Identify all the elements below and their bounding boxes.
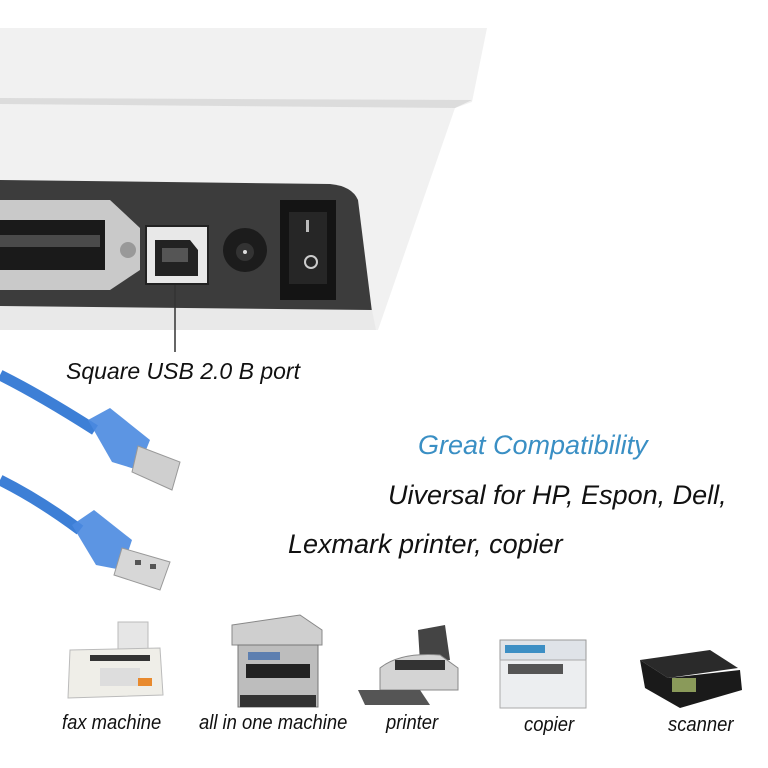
printer-icon [358,625,459,705]
copier-icon [499,639,587,709]
scanner-icon [640,650,742,708]
device-label-printer: printer [386,712,439,734]
usb-cable [0,370,181,591]
device-label-scanner: scanner [668,714,734,736]
usb-b-port [145,225,209,285]
parallel-port [0,200,140,290]
compatibility-title: Great Compatibility [418,430,648,460]
device-label-all-in-one: all in one machine [199,712,348,734]
usb-b-connector [88,408,181,491]
port-label: Square USB 2.0 B port [66,358,300,384]
compatibility-line-1: Uiversal for HP, Espon, Dell, [388,480,727,510]
device-label-fax-machine: fax machine [62,712,162,734]
device-label-copier: copier [524,714,575,736]
all-in-one-machine-icon [231,614,323,708]
power-jack [223,228,267,272]
usb-a-connector [72,510,171,591]
power-switch [280,200,336,300]
fax-machine-icon [67,621,164,699]
compatibility-line-2: Lexmark printer, copier [288,529,563,559]
printer-back-panel [0,28,487,330]
